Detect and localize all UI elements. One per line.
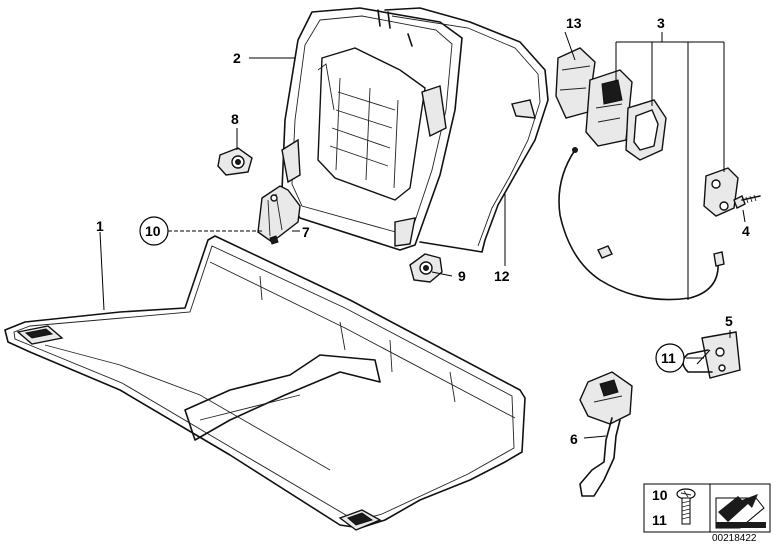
hinge-bracket-7 xyxy=(257,185,301,245)
bolt-4 xyxy=(733,194,761,209)
release-lever-6 xyxy=(579,371,633,497)
legend-label-11: 11 xyxy=(652,512,667,528)
label-11: 11 xyxy=(661,350,676,366)
seat-pan-frame xyxy=(4,235,526,531)
label-2: 2 xyxy=(233,50,241,66)
label-12: 12 xyxy=(494,268,510,284)
label-1: 1 xyxy=(96,218,104,234)
diagram-number: 00218422 xyxy=(712,533,757,544)
arrow-panel-icon xyxy=(715,494,766,529)
label-3: 3 xyxy=(657,15,665,31)
pivot-bracket-8 xyxy=(217,147,253,176)
leader-lines xyxy=(99,31,746,439)
label-9: 9 xyxy=(458,268,466,284)
label-13: 13 xyxy=(566,15,582,31)
label-11-circle xyxy=(655,343,685,373)
striker-5 xyxy=(682,331,741,379)
label-6: 6 xyxy=(570,431,578,447)
part-labels: 2 1 8 10 7 9 12 13 3 4 5 11 6 xyxy=(96,15,750,447)
label-8: 8 xyxy=(231,111,239,127)
legend-screw-cell xyxy=(643,483,711,533)
label-7: 7 xyxy=(302,224,310,240)
legend-label-10: 10 xyxy=(652,487,668,503)
legend-box: 10 11 00218422 xyxy=(643,483,771,544)
label-10: 10 xyxy=(145,223,161,239)
backrest-cover-panel xyxy=(384,7,549,253)
screw-icon xyxy=(676,488,696,525)
backrest-frame xyxy=(281,7,463,251)
round-plate-9 xyxy=(409,253,443,283)
label-10-circle xyxy=(139,216,169,246)
label-4: 4 xyxy=(742,223,750,239)
label-5: 5 xyxy=(725,313,733,329)
latch-assembly-3 xyxy=(558,69,739,301)
